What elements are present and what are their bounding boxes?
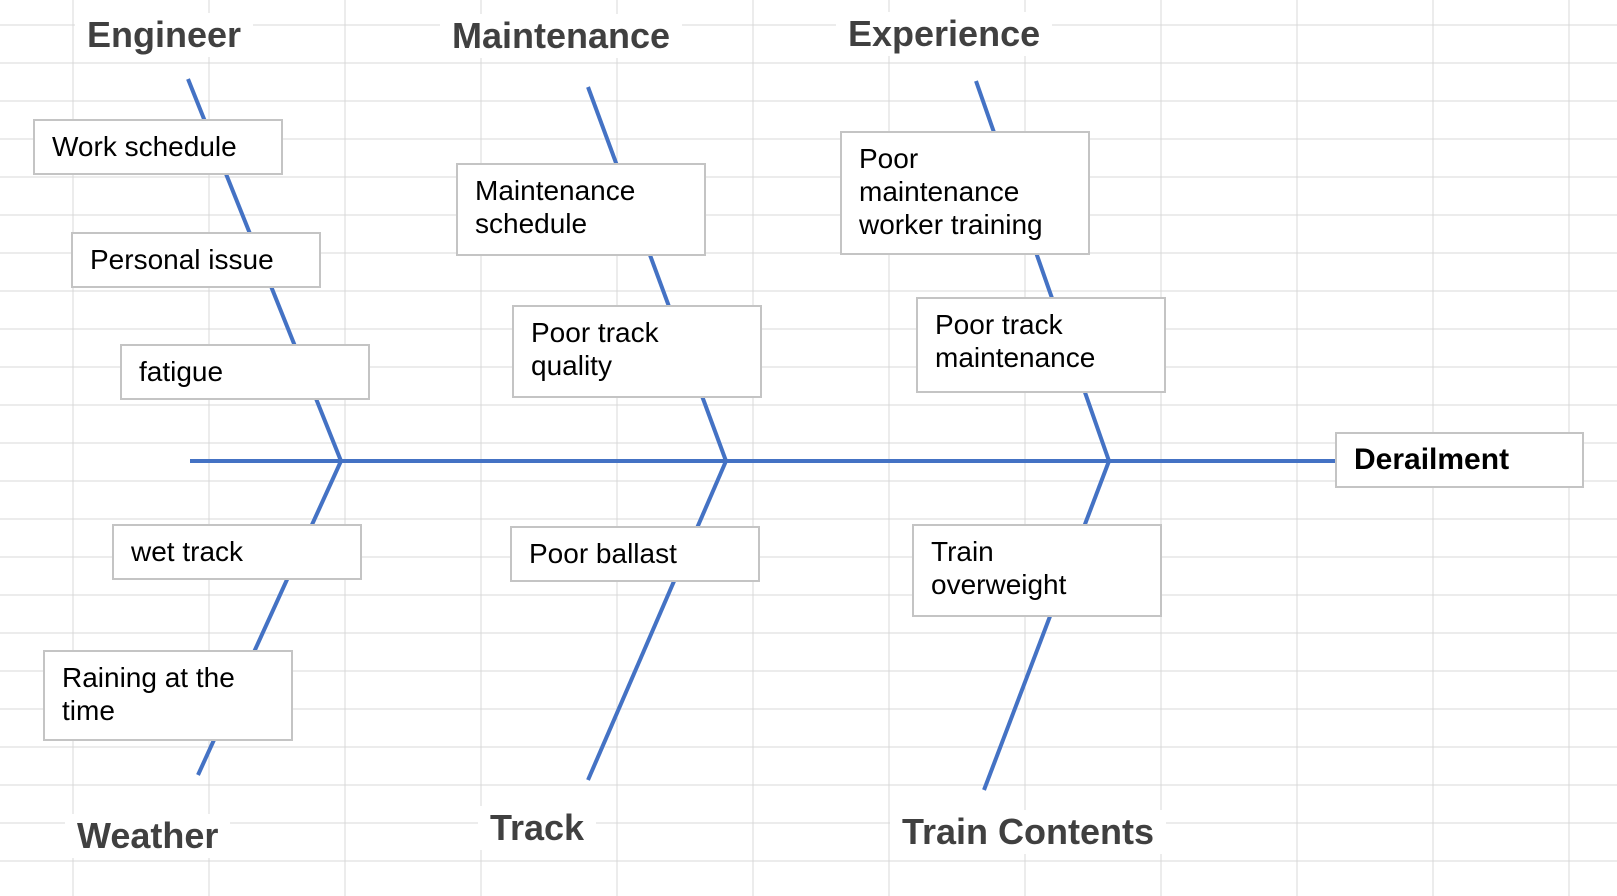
cause-poor-track-maintenance: Poor track maintenance (916, 297, 1166, 393)
cause-fatigue: fatigue (120, 344, 370, 400)
cause-poor-ballast: Poor ballast (510, 526, 760, 582)
cause-poor-track-quality: Poor track quality (512, 305, 762, 398)
cause-maintenance-schedule: Maintenance schedule (456, 163, 706, 256)
bone-train-contents (982, 460, 1111, 791)
cause-poor-maintenance-worker-training: Poor maintenance worker training (840, 131, 1090, 255)
category-engineer: Engineer (75, 13, 254, 57)
category-train-contents: Train Contents (890, 810, 1167, 854)
effect-derailment: Derailment (1335, 432, 1584, 488)
category-weather: Weather (65, 814, 231, 858)
cause-raining-at-the-time: Raining at the time (43, 650, 293, 741)
cause-train-overweight: Train overweight (912, 524, 1162, 617)
category-track: Track (478, 806, 597, 850)
bone-maintenance (586, 86, 728, 462)
cause-wet-track: wet track (112, 524, 362, 580)
cause-work-schedule: Work schedule (33, 119, 283, 175)
cause-personal-issue: Personal issue (71, 232, 321, 288)
category-experience: Experience (836, 12, 1053, 56)
bone-track (586, 460, 728, 781)
category-maintenance: Maintenance (440, 14, 683, 58)
